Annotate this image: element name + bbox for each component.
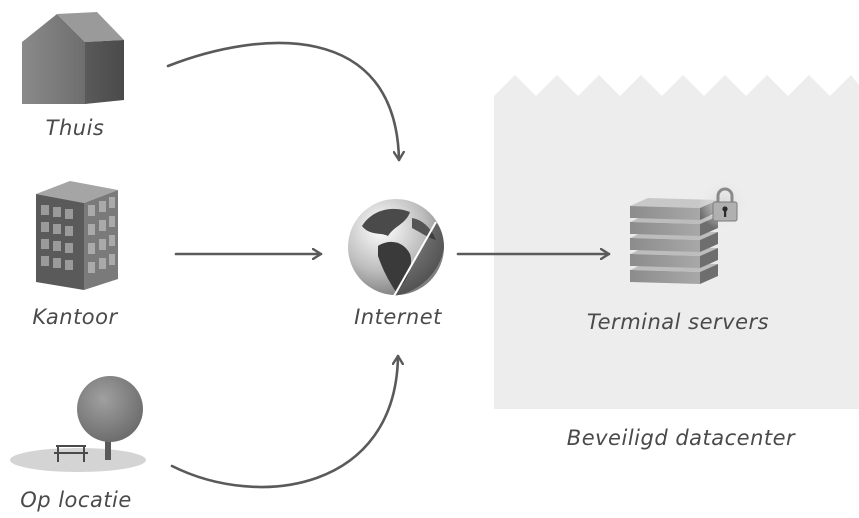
onsite-label: Op locatie (20, 488, 132, 512)
internet-label: Internet (354, 305, 442, 329)
park-tree-bench-icon (10, 376, 146, 472)
connectors (166, 41, 611, 489)
datacenter-label: Beveiligd datacenter (566, 426, 796, 450)
padlock-icon (698, 178, 750, 230)
house-icon (22, 12, 124, 104)
office-label: Kantoor (32, 305, 118, 329)
home-label: Thuis (45, 116, 105, 140)
edge-onsite-to-internet (170, 354, 398, 489)
servers-label: Terminal servers (586, 310, 770, 334)
office-building-icon (36, 181, 118, 290)
globe-icon (348, 199, 444, 297)
edge-home-to-internet (166, 41, 399, 162)
server-stack-icon (630, 198, 718, 284)
